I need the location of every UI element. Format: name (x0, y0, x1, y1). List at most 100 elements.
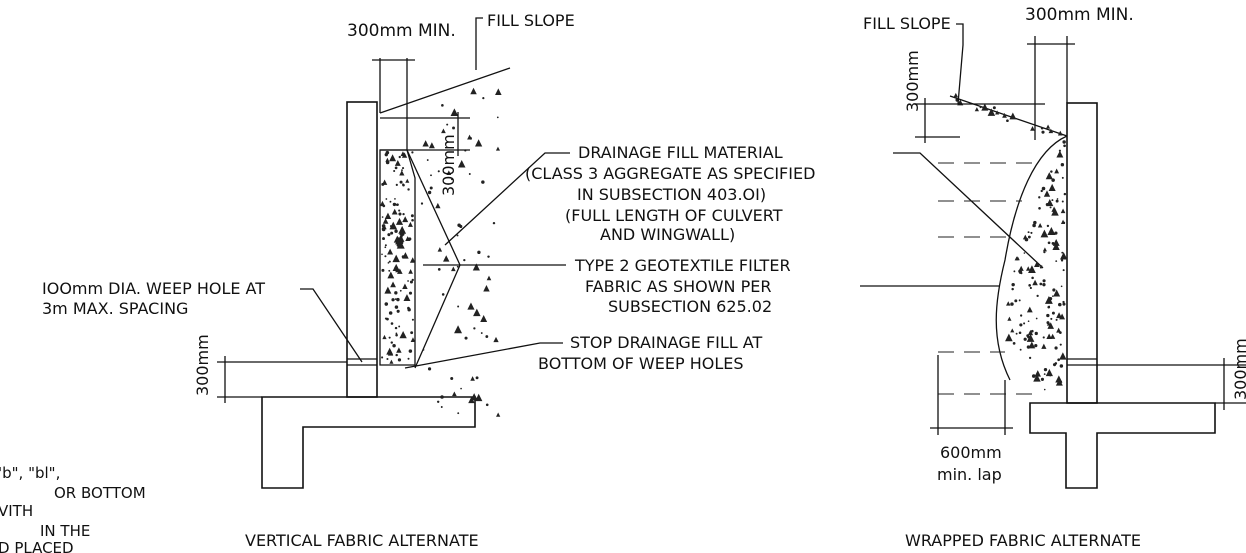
aggregate-particle (1028, 341, 1036, 349)
aggregate-particle (467, 134, 472, 140)
aggregate-particle (389, 154, 397, 162)
aggregate-particle (394, 305, 399, 309)
aggregate-particle (1058, 302, 1062, 307)
aggregate-particle (451, 391, 457, 397)
aggregate-particle (430, 174, 432, 177)
aggregate-particle (1047, 241, 1051, 245)
drainage-note-line-3: IN SUBSECTION 403.OI) (577, 185, 766, 204)
drainage-note-line-4: (FULL LENGTH OF CULVERT (565, 206, 783, 225)
aggregate-particle (436, 400, 440, 404)
aggregate-particle (1059, 313, 1066, 320)
aggregate-particle (392, 202, 397, 207)
aggregate-particle (1006, 301, 1011, 306)
aggregate-particle (390, 341, 393, 344)
aggregate-particle (382, 204, 386, 208)
aggregate-particle (1054, 168, 1060, 174)
aggregate-particle (1057, 130, 1063, 136)
aggregate-particle (1027, 235, 1031, 239)
aggregate-particle (456, 234, 459, 237)
aggregate-particle (1023, 322, 1026, 325)
aggregate-particle (1052, 288, 1056, 292)
right-fill-stipple (953, 92, 1063, 136)
right-fill-slope-label: FILL SLOPE (863, 14, 951, 33)
aggregate-particle (1030, 126, 1035, 131)
aggregate-particle (1012, 342, 1016, 345)
drainage-note-line-1: DRAINAGE FILL MATERIAL (578, 143, 783, 162)
aggregate-particle (1010, 328, 1015, 333)
aggregate-particle (399, 330, 407, 339)
aggregate-particle (388, 269, 391, 272)
aggregate-particle (1051, 241, 1055, 245)
left-geotextile-line-lower (414, 264, 461, 369)
aggregate-particle (1048, 128, 1054, 134)
aggregate-particle (1055, 375, 1063, 383)
aggregate-particle (411, 151, 414, 154)
aggregate-particle (1002, 112, 1007, 118)
aggregate-particle (402, 167, 405, 170)
geotextile-note-line-3: SUBSECTION 625.02 (608, 297, 772, 316)
aggregate-particle (402, 183, 405, 186)
aggregate-particle (1049, 206, 1052, 209)
aggregate-particle (1006, 119, 1009, 123)
aggregate-particle (1050, 170, 1053, 173)
aggregate-particle (480, 332, 483, 334)
aggregate-particle (389, 225, 392, 228)
aggregate-particle (1030, 329, 1034, 333)
aggregate-particle (1027, 329, 1034, 336)
aggregate-particle (381, 356, 384, 359)
aggregate-particle (1034, 343, 1038, 348)
aggregate-particle (384, 153, 388, 157)
aggregate-particle (387, 248, 394, 255)
aggregate-particle (392, 343, 396, 348)
aggregate-particle (1044, 296, 1053, 304)
aggregate-particle (395, 332, 398, 335)
aggregate-particle (437, 170, 440, 173)
aggregate-particle (390, 322, 394, 325)
aggregate-particle (402, 283, 408, 289)
aggregate-particle (1034, 261, 1040, 267)
aggregate-particle (1028, 265, 1036, 274)
aggregate-particle (1055, 260, 1058, 263)
aggregate-particle (457, 412, 460, 415)
aggregate-particle (397, 268, 403, 274)
aggregate-particle (992, 106, 996, 110)
cut-off-note-line-3: VITH (0, 502, 33, 520)
aggregate-particle (482, 97, 485, 100)
aggregate-particle (399, 289, 402, 292)
aggregate-particle (1015, 332, 1018, 335)
aggregate-particle (492, 221, 496, 225)
lap-dim-value: 600mm (940, 443, 1002, 462)
aggregate-particle (395, 183, 398, 186)
aggregate-particle (394, 166, 398, 170)
aggregate-particle (407, 221, 413, 227)
vertical-fabric-detail: 300mm MIN. FILL SLOPE 300mm 300mm IOOmm … (42, 11, 575, 550)
aggregate-particle (422, 140, 429, 147)
aggregate-particle (1028, 356, 1032, 359)
left-fill-slope-leader (475, 17, 483, 70)
aggregate-particle (402, 252, 409, 259)
aggregate-particle (443, 255, 450, 262)
cut-off-note-line-2: OR BOTTOM (54, 484, 146, 502)
aggregate-particle (392, 263, 400, 271)
aggregate-particle (1052, 295, 1054, 298)
aggregate-particle (385, 198, 388, 200)
aggregate-particle (1037, 222, 1043, 228)
aggregate-particle (396, 309, 400, 313)
aggregate-particle (1018, 265, 1024, 271)
aggregate-particle (381, 227, 386, 232)
aggregate-particle (400, 240, 404, 245)
aggregate-particle (1051, 178, 1055, 182)
aggregate-particle (979, 106, 982, 109)
aggregate-particle (1043, 368, 1048, 372)
aggregate-particle (1061, 200, 1064, 203)
aggregate-particle (441, 104, 444, 107)
aggregate-particle (427, 190, 432, 195)
aggregate-particle (1061, 251, 1064, 254)
aggregate-particle (496, 116, 499, 119)
aggregate-particle (1009, 112, 1017, 120)
aggregate-particle (1054, 346, 1058, 350)
stop-drainage-line-2: BOTTOM OF WEEP HOLES (538, 354, 744, 373)
aggregate-particle (1059, 352, 1067, 360)
aggregate-particle (1045, 368, 1053, 377)
